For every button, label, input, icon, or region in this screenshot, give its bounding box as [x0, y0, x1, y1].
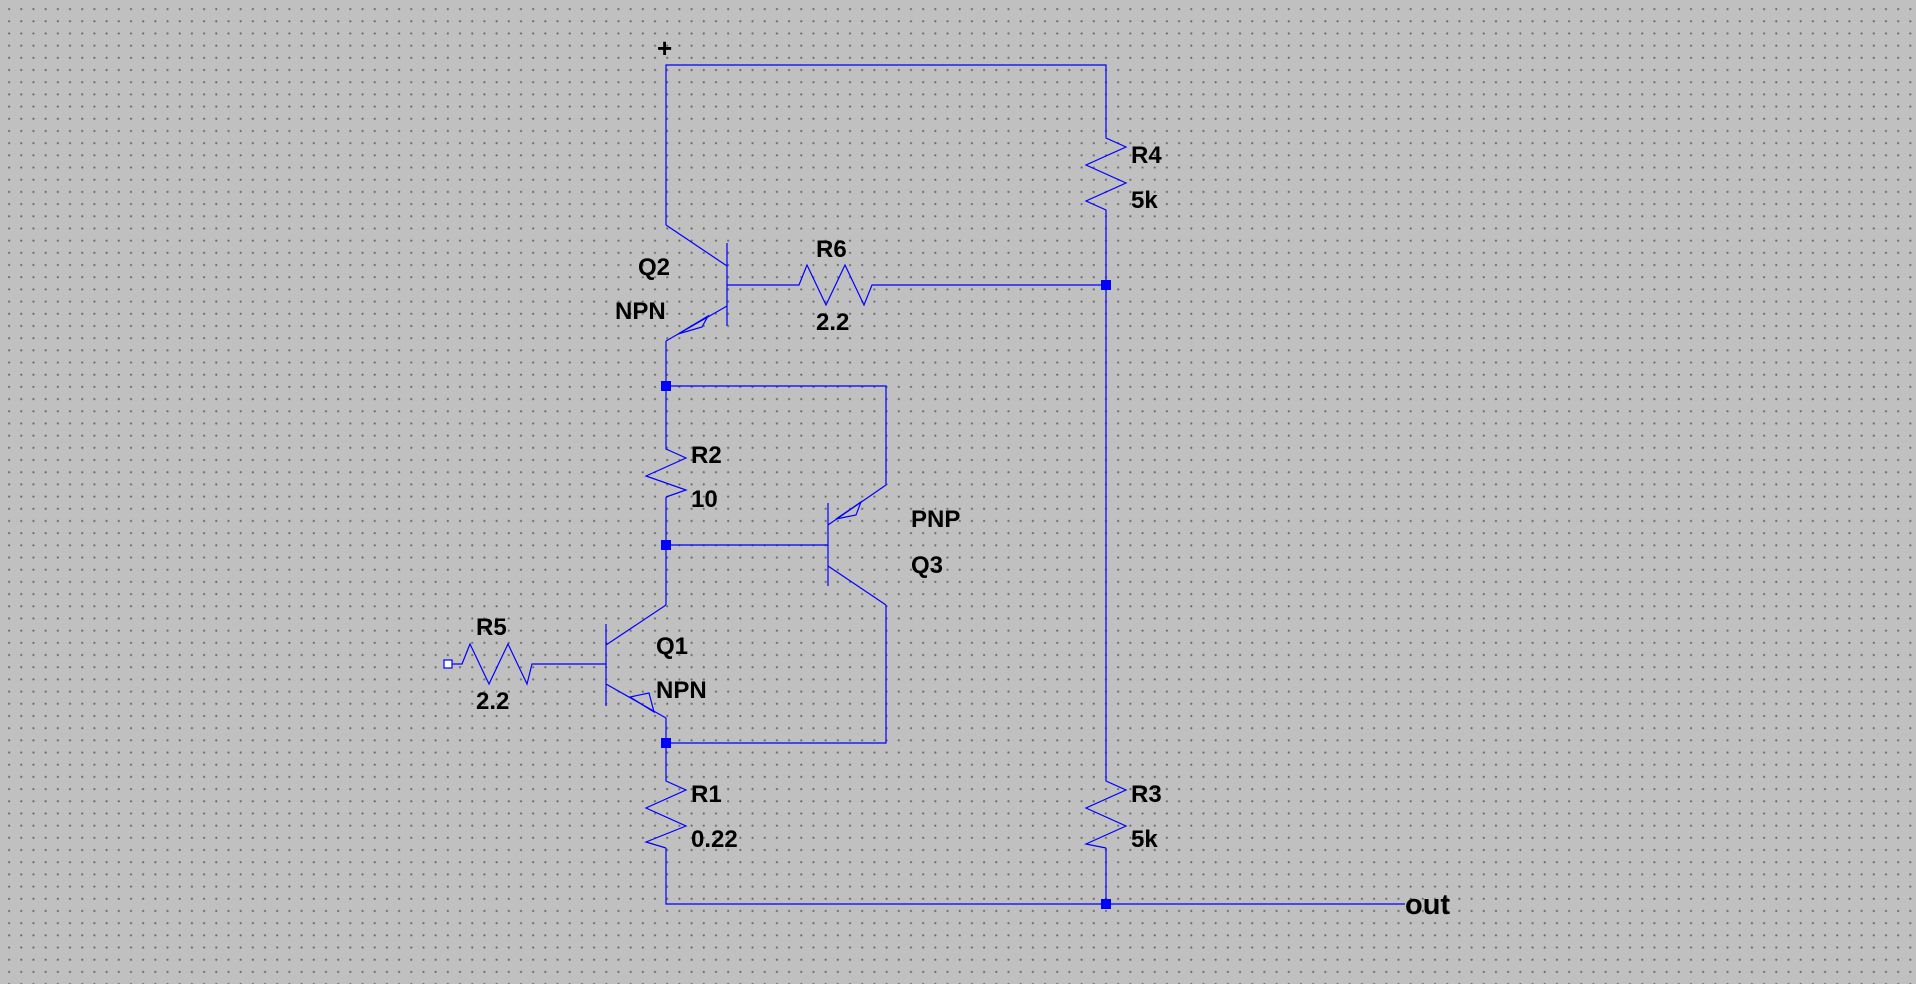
q1-type-label: NPN [656, 677, 707, 704]
r6-ref-label: R6 [816, 236, 847, 263]
r5-value-label: 2.2 [476, 688, 509, 715]
r2-value-label: 10 [691, 486, 718, 513]
r4-ref-label: R4 [1131, 142, 1162, 169]
transistor-q2[interactable] [665, 224, 728, 342]
resistor-r3[interactable] [1084, 773, 1128, 849]
q2-type-label: NPN [615, 298, 666, 325]
junction-dot [1101, 899, 1111, 909]
resistor-r5[interactable] [458, 642, 536, 686]
junctions [661, 280, 1111, 909]
input-port-icon[interactable] [443, 659, 453, 669]
transistor-q3[interactable] [827, 484, 887, 606]
q3-emitter-loop-wire[interactable] [666, 385, 887, 485]
q1-ref-label: Q1 [656, 633, 688, 660]
junction-dot [661, 738, 671, 748]
q3-ref-label: Q3 [911, 552, 943, 579]
junction-dot [661, 381, 671, 391]
junction-dot [1101, 280, 1111, 290]
q2-ref-label: Q2 [638, 254, 670, 281]
supply-net-label: + [657, 33, 672, 63]
q3-type-label: PNP [911, 506, 960, 533]
output-net-label: out [1405, 889, 1450, 921]
supply-rail-wire[interactable] [665, 64, 1107, 225]
resistor-r1[interactable] [644, 773, 688, 849]
resistor-r6[interactable] [793, 263, 877, 307]
r1-value-label: 0.22 [691, 826, 738, 853]
junction-dot [661, 540, 671, 550]
r2-ref-label: R2 [691, 442, 722, 469]
r6-value-label: 2.2 [816, 309, 849, 336]
wires [451, 64, 1405, 905]
resistor-r2[interactable] [644, 442, 688, 498]
ground-return-wire[interactable] [665, 848, 1107, 905]
r1-ref-label: R1 [691, 781, 722, 808]
r3-value-label: 5k [1131, 826, 1158, 853]
r3-ref-label: R3 [1131, 781, 1162, 808]
r4-value-label: 5k [1131, 187, 1158, 214]
q3-collector-loop-wire[interactable] [666, 605, 887, 744]
resistor-r4[interactable] [1084, 130, 1128, 218]
r5-ref-label: R5 [476, 614, 507, 641]
transistor-q1[interactable] [605, 604, 667, 719]
